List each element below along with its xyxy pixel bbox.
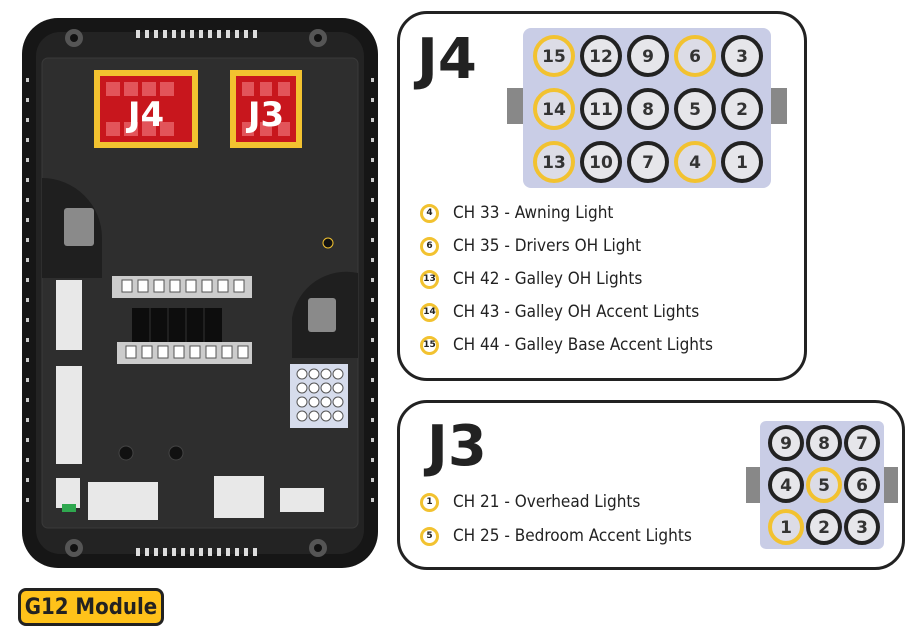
board-grid-connector <box>290 364 348 428</box>
board-bottom-connector-3 <box>214 476 264 518</box>
board-left-connector-1 <box>56 280 82 350</box>
connector-pin-number: 10 <box>589 153 613 173</box>
connector-pin <box>721 141 763 183</box>
connector-pin-number: 15 <box>542 47 566 67</box>
j4-legend-item: 4 CH 33 - Awning Light <box>420 200 613 226</box>
j4-legend-item: 14 CH 43 - Galley OH Accent Lights <box>420 299 699 325</box>
connector-pin-number: 8 <box>642 100 654 120</box>
connector-pin-number: 2 <box>736 100 748 120</box>
vent-top <box>136 30 257 38</box>
board-bottom-connector-1 <box>56 478 80 508</box>
j4-legend-item: 6 CH 35 - Drivers OH Light <box>420 233 641 259</box>
board-left-connector-2 <box>56 366 82 464</box>
pin-badge: 14 <box>420 302 439 322</box>
connector-pin-number: 4 <box>689 153 701 173</box>
connector-pin-number: 3 <box>736 47 748 67</box>
connector-pin <box>806 509 842 545</box>
connector-pin-number: 5 <box>689 100 701 120</box>
j3-legend-item: 5 CH 25 - Bedroom Accent Lights <box>420 523 692 549</box>
j3-connector-diagram: 9 8 7 4 5 6 1 2 3 <box>746 421 898 549</box>
j3-title: J3 <box>427 414 487 479</box>
vent-bottom <box>136 548 257 556</box>
connector-pin <box>806 467 842 503</box>
legend-text: CH 35 - Drivers OH Light <box>453 236 642 256</box>
connector-pin-number: 4 <box>780 476 792 496</box>
connector-pin-number: 5 <box>818 476 830 496</box>
pin-badge: 5 <box>420 526 439 546</box>
legend-text: CH 43 - Galley OH Accent Lights <box>453 302 700 322</box>
board-bottom-connector-4 <box>280 488 324 512</box>
connector-pin <box>533 88 575 130</box>
connector-pin <box>580 88 622 130</box>
legend-text: CH 21 - Overhead Lights <box>453 492 641 512</box>
connector-pin <box>721 88 763 130</box>
connector-pin <box>721 35 763 77</box>
j3-legend-item: 1 CH 21 - Overhead Lights <box>420 489 640 515</box>
j4-legend: 4 CH 33 - Awning Light 6 CH 35 - Drivers… <box>420 200 800 370</box>
j4-connector-diagram: 15 12 9 6 3 14 11 8 5 2 13 10 7 4 1 <box>507 28 787 188</box>
connector-pin-number: 6 <box>856 476 868 496</box>
connector-pin-number: 1 <box>780 518 792 538</box>
j4-panel: J4 15 12 9 6 3 14 11 8 5 2 13 10 7 4 1 4 CH 33 - Awnin… <box>397 11 807 381</box>
mounting-holes <box>65 29 327 557</box>
j4-title: J4 <box>417 27 477 92</box>
board-j3-label: J3 <box>246 95 284 135</box>
connector-pin <box>627 88 669 130</box>
connector-pin <box>580 35 622 77</box>
connector-pin <box>844 425 880 461</box>
connector-pin-number: 7 <box>642 153 654 173</box>
pin-badge: 4 <box>420 203 439 223</box>
connector-pin-number: 9 <box>642 47 654 67</box>
connector-pin <box>627 141 669 183</box>
board-fuse-block <box>112 276 252 364</box>
connector-pin <box>768 467 804 503</box>
j4-legend-item: 13 CH 42 - Galley OH Lights <box>420 266 642 292</box>
connector-pin-number: 3 <box>856 518 868 538</box>
connector-pin-number: 8 <box>818 434 830 454</box>
pin-badge: 13 <box>420 269 439 289</box>
connector-pin-number: 1 <box>736 153 748 173</box>
connector-pin <box>768 509 804 545</box>
connector-pin-number: 13 <box>542 153 566 173</box>
legend-text: CH 42 - Galley OH Lights <box>453 269 643 289</box>
connector-pin-number: 12 <box>589 47 613 67</box>
pin-badge: 6 <box>420 236 439 256</box>
board-j3-connector: J3 <box>230 70 302 148</box>
connector-pin-number: 6 <box>689 47 701 67</box>
connector-pin <box>580 141 622 183</box>
legend-text: CH 44 - Galley Base Accent Lights <box>453 335 713 355</box>
connector-pin <box>533 141 575 183</box>
connector-pin <box>627 35 669 77</box>
connector-pin-number: 9 <box>780 434 792 454</box>
pin-badge: 15 <box>420 335 439 355</box>
legend-text: CH 25 - Bedroom Accent Lights <box>453 526 692 546</box>
g12-module-board: J4 J3 <box>22 18 378 568</box>
connector-pin <box>768 425 804 461</box>
connector-pin <box>844 467 880 503</box>
connector-pin <box>674 141 716 183</box>
connector-pin <box>533 35 575 77</box>
module-label: G12 Module <box>18 588 164 626</box>
connector-pin <box>844 509 880 545</box>
board-j4-label: J4 <box>126 95 164 135</box>
connector-pin-number: 14 <box>542 100 566 120</box>
legend-text: CH 33 - Awning Light <box>453 203 614 223</box>
connector-pin <box>674 88 716 130</box>
j4-legend-item: 15 CH 44 - Galley Base Accent Lights <box>420 332 713 358</box>
connector-pin-number: 2 <box>818 518 830 538</box>
connector-pin-number: 11 <box>589 100 613 120</box>
vent-sides <box>26 78 374 502</box>
pin-badge: 1 <box>420 492 439 512</box>
connector-pin-number: 7 <box>856 434 868 454</box>
board-j4-connector: J4 <box>94 70 198 148</box>
j3-legend: 1 CH 21 - Overhead Lights 5 CH 25 - Bedr… <box>420 489 750 553</box>
j3-panel: J3 1 CH 21 - Overhead Lights 5 CH 25 - B… <box>397 400 905 570</box>
connector-pin <box>674 35 716 77</box>
connector-pin <box>806 425 842 461</box>
board-bottom-connector-2 <box>88 482 158 520</box>
